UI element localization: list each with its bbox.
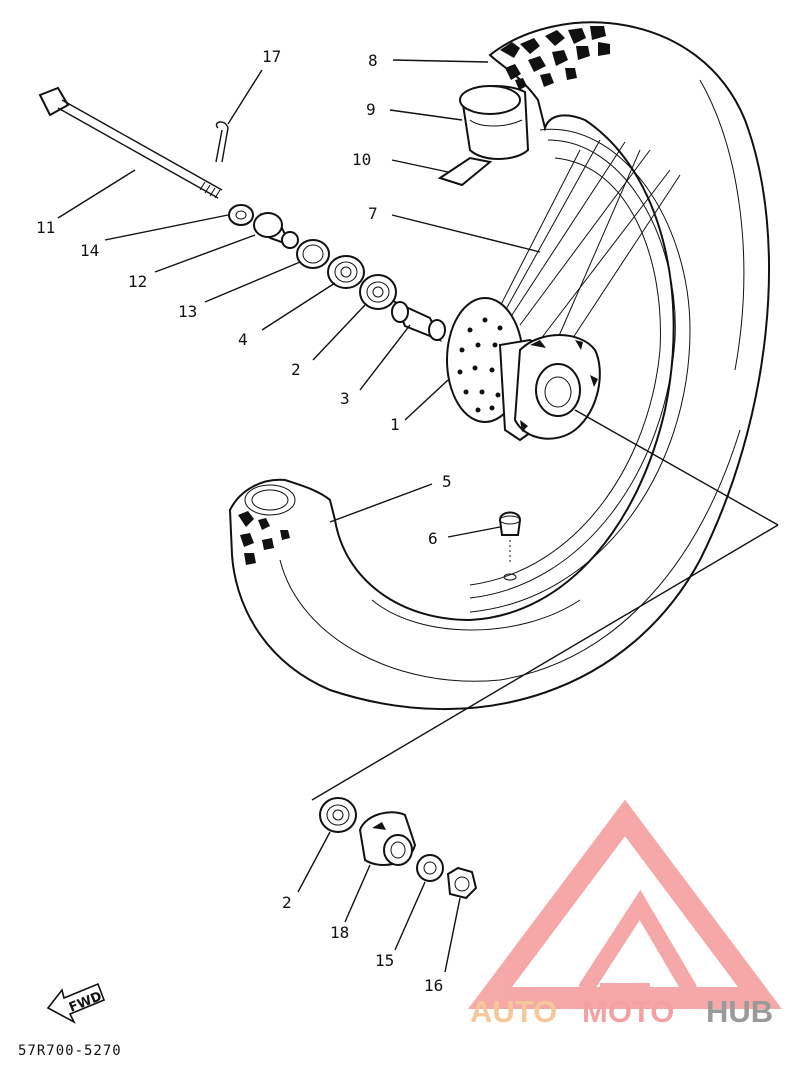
callout-1: 1 <box>390 415 400 434</box>
spokes-part-7 <box>487 139 681 351</box>
callout-16: 16 <box>424 976 443 995</box>
assembly-center-lines <box>311 409 779 801</box>
collar-part-12 <box>253 212 299 249</box>
drawing-code: 57R700-5270 <box>18 1043 122 1059</box>
tread-pattern-top <box>500 26 610 90</box>
callout-labels: 17 8 9 10 7 11 14 12 13 4 2 3 1 5 6 2 18… <box>36 47 452 995</box>
watermark-moto: MOTO <box>582 994 674 1029</box>
bearing-part-2-upper <box>359 274 397 310</box>
leader-lines <box>57 59 541 973</box>
tube-part-9 <box>459 85 530 160</box>
washer-part-15 <box>416 854 444 882</box>
callout-9: 9 <box>366 100 376 119</box>
nut-part-16 <box>446 866 478 900</box>
callout-2-lower: 2 <box>282 893 292 912</box>
bearing-part-2-lower <box>319 797 357 833</box>
watermark-auto: AUTO <box>470 994 557 1029</box>
callout-10: 10 <box>352 150 371 169</box>
spacer-part-3 <box>391 300 446 342</box>
hub-part-1 <box>446 297 601 442</box>
callout-14: 14 <box>80 241 99 260</box>
callout-5: 5 <box>442 472 452 491</box>
speedometer-gear-part-18 <box>358 811 417 866</box>
bearing-part-4 <box>327 255 365 289</box>
callout-3: 3 <box>340 389 350 408</box>
callout-15: 15 <box>375 951 394 970</box>
callout-2-upper: 2 <box>291 360 301 379</box>
watermark-text: AUTO MOTO HUB <box>470 994 773 1029</box>
callout-11: 11 <box>36 218 55 237</box>
tire-part-5 <box>228 21 771 711</box>
callout-7: 7 <box>368 204 378 223</box>
valve-cap-part-6 <box>498 511 522 581</box>
callout-18: 18 <box>330 923 349 942</box>
forward-direction-arrow: FWD <box>46 982 106 1024</box>
callout-4: 4 <box>238 330 248 349</box>
watermark-hub: HUB <box>706 994 773 1029</box>
tread-pattern-bottom <box>238 511 290 565</box>
callout-17: 17 <box>262 47 281 66</box>
callout-8: 8 <box>368 51 378 70</box>
rim-band-part-10 <box>437 156 493 187</box>
callout-12: 12 <box>128 272 147 291</box>
oil-seal-part-13 <box>296 239 330 269</box>
axle-part-11 <box>38 86 223 199</box>
cotter-pin-part-17 <box>215 121 229 163</box>
callout-6: 6 <box>428 529 438 548</box>
callout-13: 13 <box>178 302 197 321</box>
washer-part-14 <box>228 204 254 226</box>
watermark-logo <box>468 799 782 1009</box>
